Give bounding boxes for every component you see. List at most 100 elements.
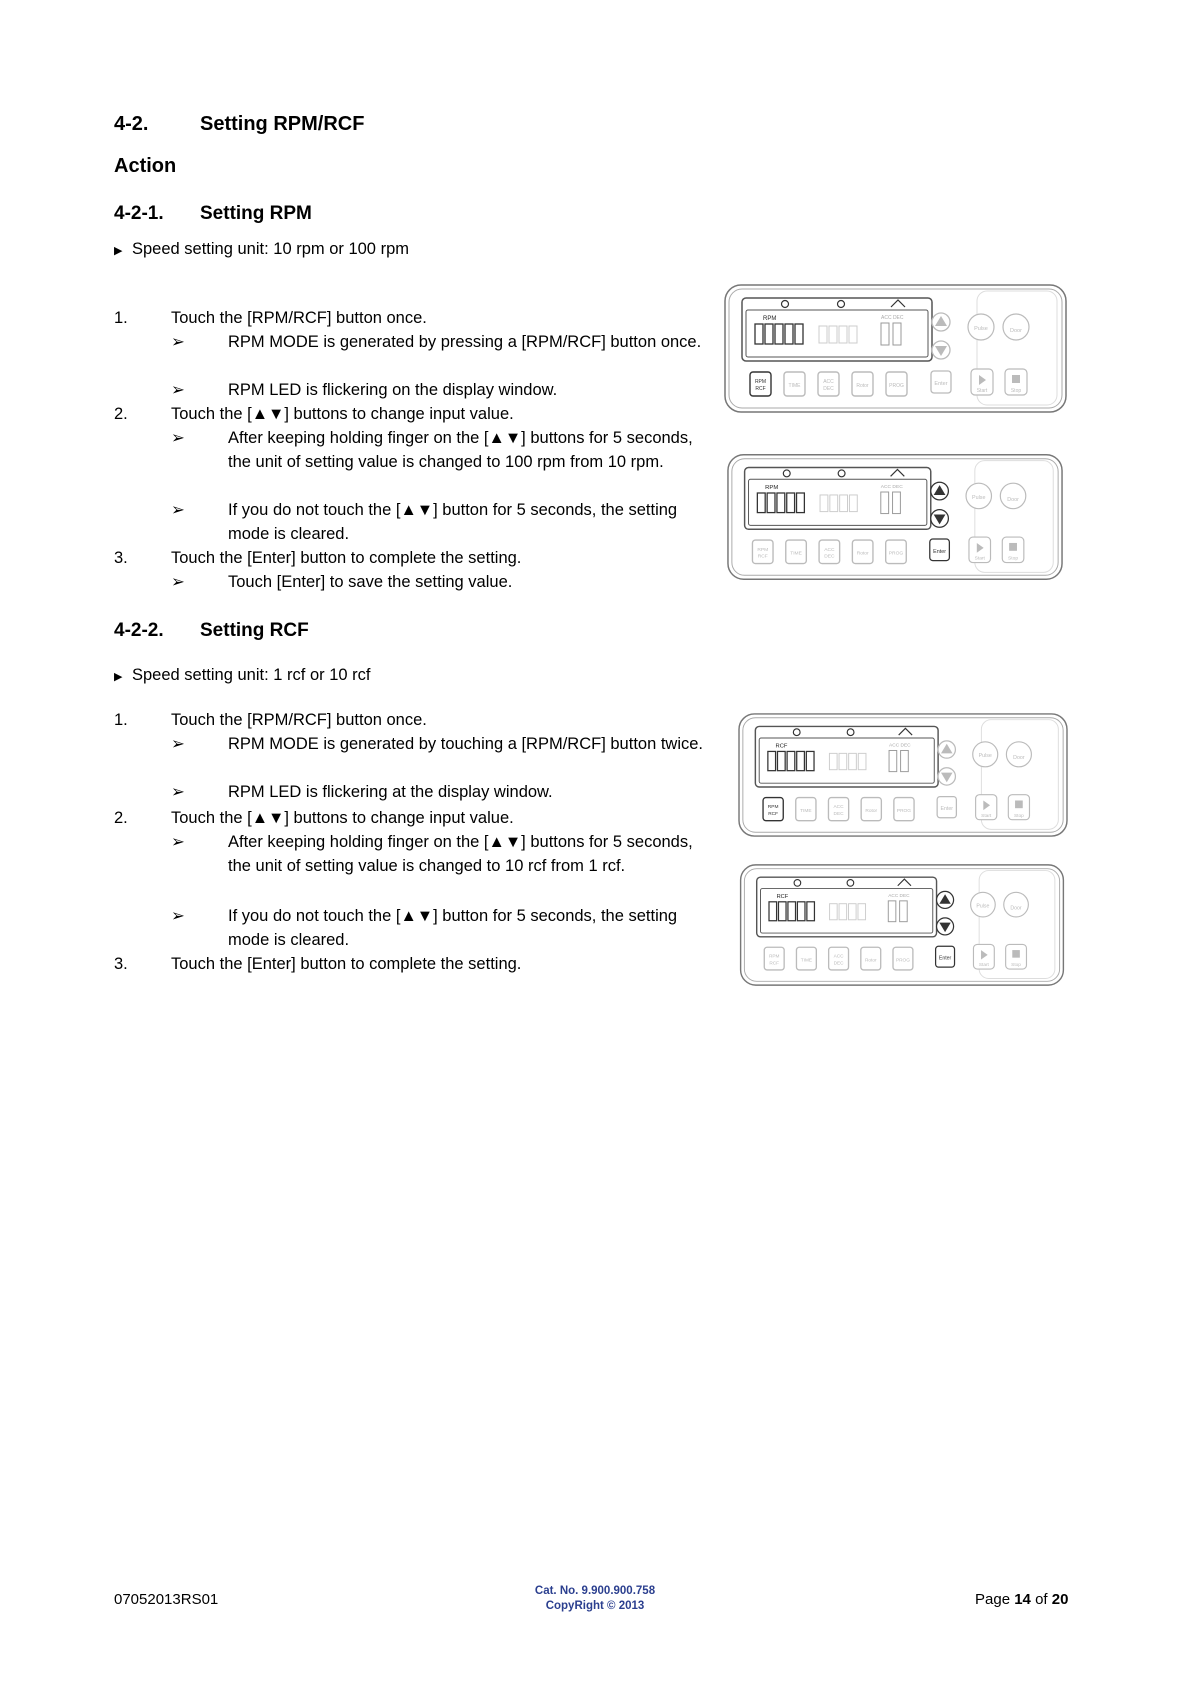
panel-button-label: DEC: [834, 960, 845, 966]
digit-segment-dim: [899, 900, 908, 923]
digit-segment-dim: [839, 494, 848, 513]
panel-button-label: PROG: [897, 808, 911, 814]
step-sub-text: If you do not touch the [▲▼] button for …: [228, 501, 678, 543]
start-label: Start: [979, 962, 990, 968]
step-sub-text: If you do not touch the [▲▼] button for …: [228, 907, 678, 949]
step-sub-text: RPM LED is flickering at the display win…: [228, 783, 553, 801]
enter-label: Enter: [939, 956, 952, 962]
arrow-icon: ➢: [171, 735, 185, 753]
arrow-icon: ➢: [171, 783, 185, 801]
arrow-icon: ➢: [171, 429, 185, 447]
play-icon: [979, 375, 986, 385]
rpm-bullet-text: Speed setting unit: 10 rpm or 100 rpm: [132, 240, 409, 258]
arrow-icon: ➢: [171, 381, 185, 399]
pulse-label: Pulse: [979, 753, 992, 759]
up-arrow-icon: [935, 316, 947, 326]
display-mode-label: RCF: [777, 894, 789, 900]
power-icon: [782, 469, 791, 478]
section-title: Setting RPM/RCF: [200, 113, 365, 135]
accel-icon: [897, 878, 912, 887]
step-text: Touch the [RPM/RCF] button once.: [171, 309, 427, 327]
panel-button: [892, 946, 914, 971]
digit-segment-dim: [838, 752, 848, 771]
panel-button: [795, 796, 817, 822]
panel-button: [818, 539, 841, 565]
digit-segment: [795, 492, 806, 514]
panel-button-label: RPM: [757, 547, 768, 553]
rcf-bullet: ▶Speed setting unit: 1 rcf or 10 rcf: [114, 666, 370, 685]
enter-button: [929, 538, 951, 562]
timer-icon: [846, 878, 855, 887]
panel-button: [751, 539, 774, 565]
step-sub-text: Touch [Enter] to save the setting value.: [228, 573, 513, 591]
digit-segment: [786, 750, 796, 772]
display-inner: [758, 737, 935, 784]
down-arrow-icon: [940, 772, 953, 783]
digit-segment-dim: [829, 494, 839, 513]
step-sub-text: RPM LED is flickering on the display win…: [228, 381, 558, 399]
digit-segment: [796, 901, 806, 922]
start-label: Start: [975, 556, 986, 562]
down-arrow-icon: [939, 922, 951, 933]
panel-button: [795, 946, 817, 971]
panel-button: [817, 371, 840, 397]
stop-icon: [1009, 542, 1017, 551]
accel-icon: [898, 727, 913, 736]
panel-button-label: PROG: [896, 957, 910, 963]
digit-segment-dim: [880, 322, 890, 346]
digit-segment-dim: [848, 903, 857, 921]
rpm-bullet: ▶Speed setting unit: 10 rpm or 100 rpm: [114, 240, 409, 259]
rcf-section-title: Setting RCF: [200, 620, 309, 641]
step-sub-text: RPM MODE is generated by touching a [RPM…: [228, 735, 704, 753]
acc-dec-label: ACC DEC: [881, 315, 904, 321]
pulse-button: [967, 313, 995, 341]
play-icon: [976, 542, 984, 553]
step-number: 3.: [114, 955, 128, 973]
right-button-group: [980, 719, 1059, 830]
pulse-button: [970, 891, 996, 918]
panel-button: [785, 539, 808, 565]
page-total: 20: [1051, 1591, 1069, 1608]
accel-icon: [890, 299, 906, 308]
panel-button-label: Rotor: [857, 551, 869, 557]
digit-segment-dim: [828, 325, 838, 344]
up-arrow-icon: [933, 485, 946, 495]
step-sub-text: After keeping holding finger on the [▲▼]…: [228, 833, 693, 875]
panel-button: [763, 946, 785, 971]
panel-button-label: TIME: [801, 957, 812, 963]
step-sub-text: RPM MODE is generated by pressing a [RPM…: [228, 333, 702, 351]
panel-button-label: PROG: [889, 383, 904, 389]
timer-icon: [836, 299, 846, 309]
acc-dec-label: ACC DEC: [889, 743, 911, 749]
digit-segment: [776, 492, 786, 514]
panel-button-label: RCF: [769, 960, 779, 966]
up-arrow-icon: [940, 743, 953, 754]
panel-inner-border: [728, 288, 1063, 409]
step-number: 3.: [114, 549, 128, 567]
digit-segment-dim: [838, 903, 848, 921]
door-label: Door: [1010, 328, 1022, 334]
step-text: Touch the [Enter] button to complete the…: [171, 955, 522, 973]
digit-segment-dim: [887, 900, 897, 923]
power-icon: [792, 728, 801, 737]
pulse-button: [965, 482, 993, 510]
panel-button-label: RCF: [768, 811, 778, 817]
door-label: Door: [1010, 905, 1022, 911]
right-button-group: [976, 290, 1058, 406]
panel-button: [827, 796, 850, 822]
digit-segment: [806, 901, 816, 922]
right-button-group: [974, 460, 1054, 573]
digit-segment-dim: [888, 749, 898, 773]
footer-copyright: CopyRight © 2013: [545, 1600, 645, 1612]
enter-button: [930, 370, 952, 394]
action-label: Action: [114, 155, 177, 177]
footer-page: Page 14 of 20: [975, 1591, 1068, 1608]
section-number: 4-2.: [114, 113, 149, 135]
stop-icon: [1015, 800, 1023, 809]
panel-button: [860, 796, 883, 822]
stop-label: Stop: [1011, 962, 1021, 968]
acc-dec-label: ACC DEC: [888, 893, 910, 899]
